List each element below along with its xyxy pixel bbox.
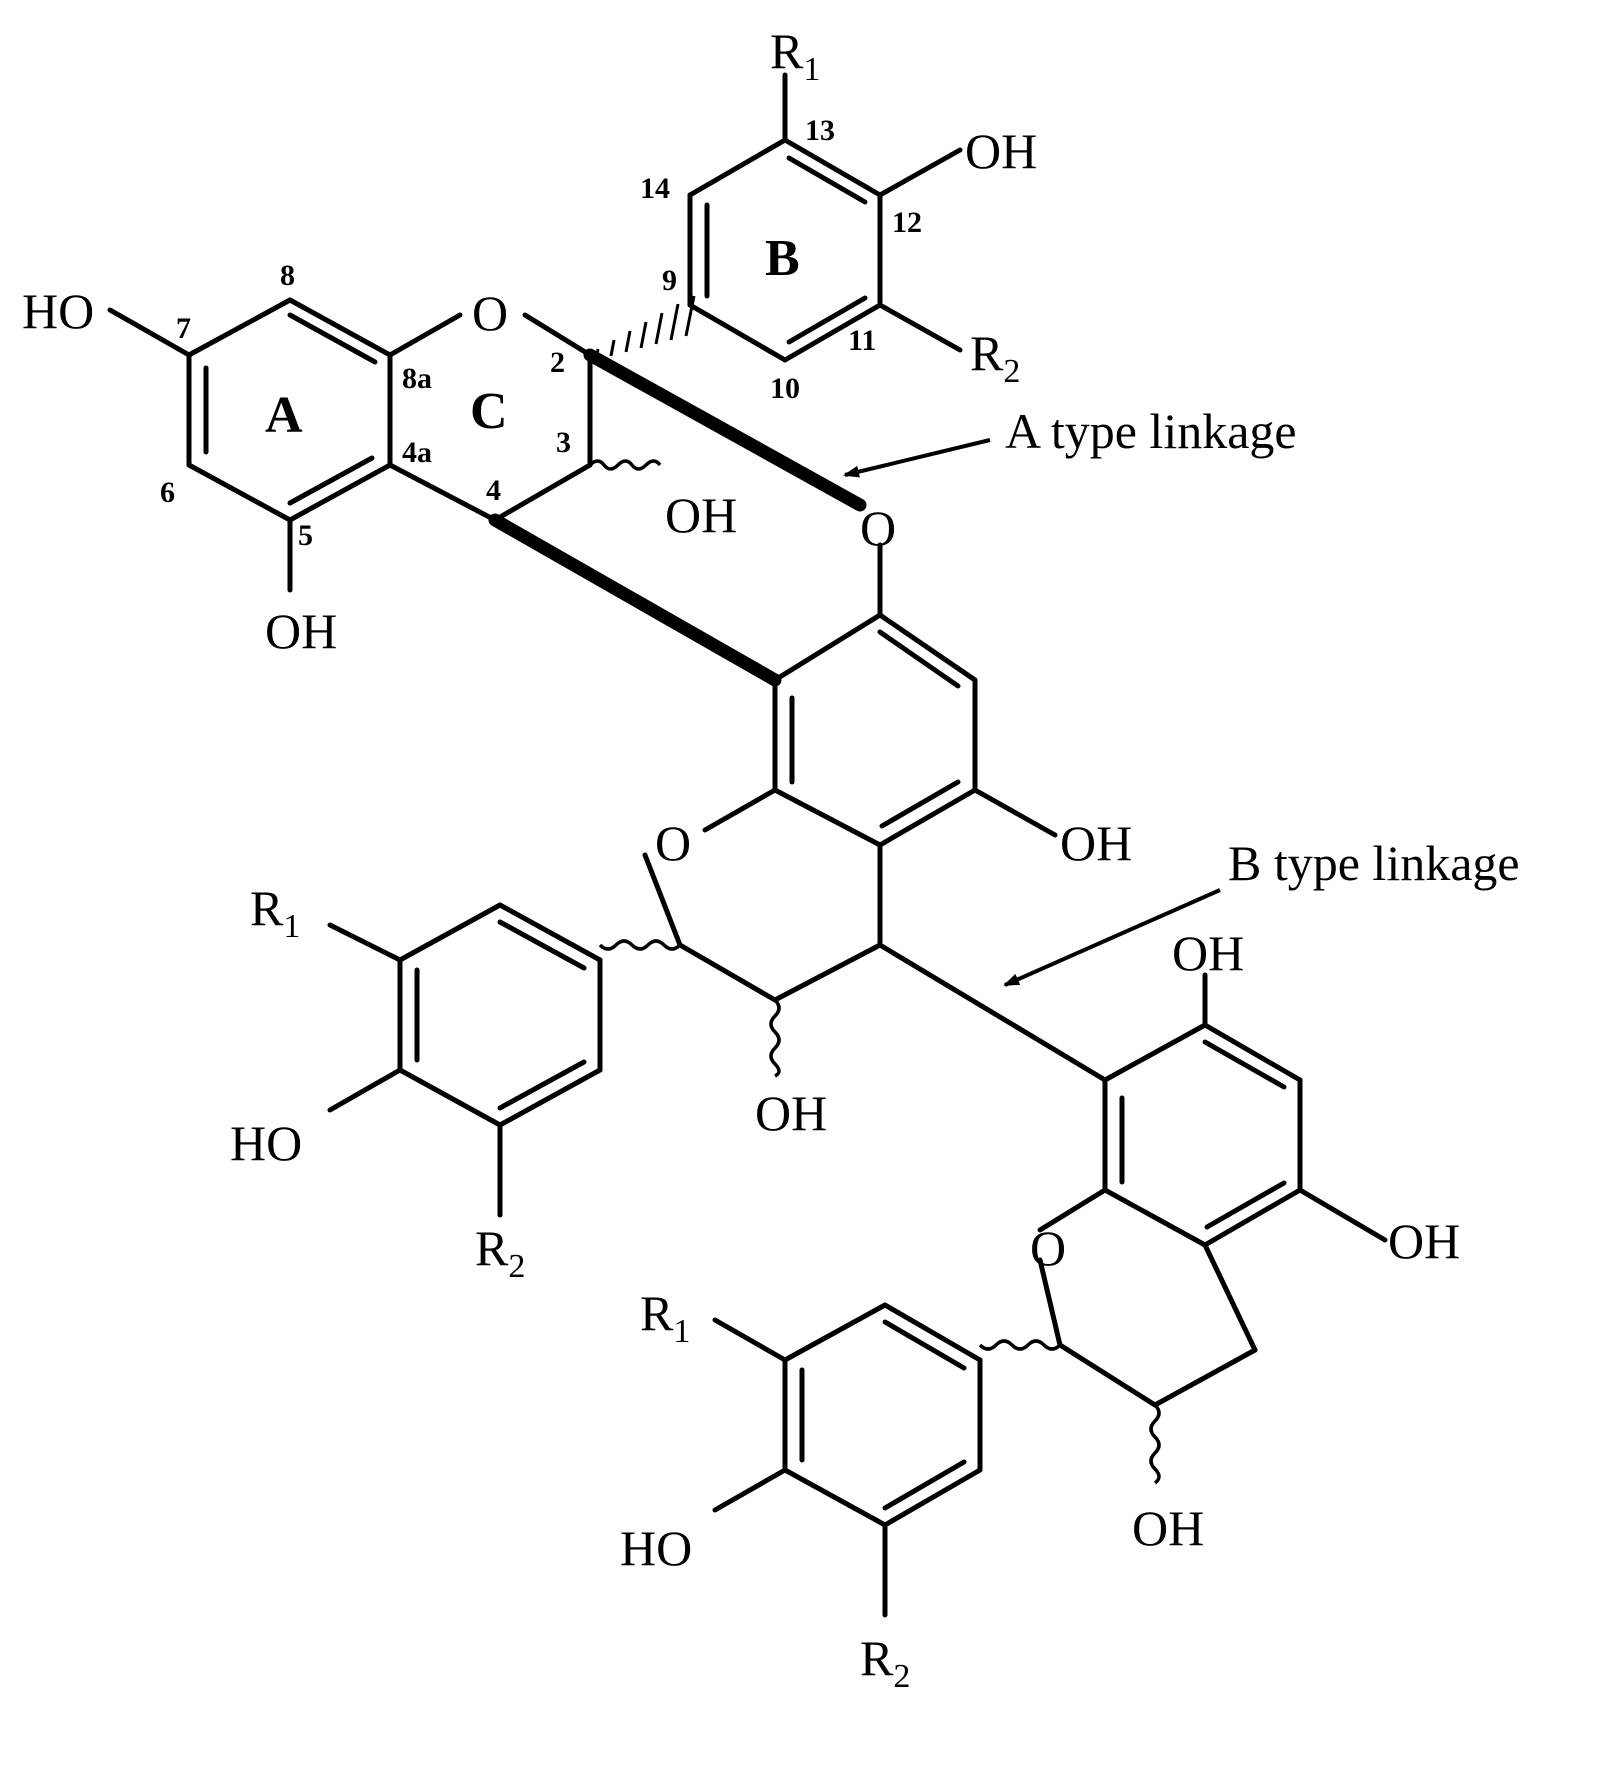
- atom-ho-middle-pendant: HO: [230, 1115, 302, 1171]
- lower-ring-a: [1102, 972, 1388, 1248]
- ring-label-b: B: [765, 230, 800, 287]
- ring-b: [687, 72, 963, 363]
- atom-oh-lower-3: OH: [1132, 1500, 1204, 1556]
- position-5: 5: [298, 519, 313, 552]
- position-8a: 8a: [402, 362, 432, 395]
- atom-ho-7: HO: [22, 283, 94, 339]
- middle-pendant-ring: [327, 902, 603, 1218]
- b-type-arrow: [1003, 888, 1221, 987]
- atom-oh-lower-5: OH: [1388, 1213, 1460, 1269]
- atom-o-a-linkage: O: [860, 500, 896, 556]
- ring-c: [387, 312, 662, 523]
- lower-ring-c: [978, 1187, 1258, 1485]
- atom-oh-5: OH: [265, 603, 337, 659]
- atom-oh-12: OH: [965, 123, 1037, 179]
- atom-ho-lower-pendant: HO: [620, 1520, 692, 1576]
- atom-r2-top: R2: [970, 325, 1020, 390]
- atom-oh-middle-3: OH: [755, 1085, 827, 1141]
- position-13: 13: [805, 114, 835, 147]
- position-11: 11: [848, 324, 876, 357]
- atom-r2-middle: R2: [475, 1220, 525, 1285]
- a-type-arrow: [843, 438, 991, 478]
- ring-label-c: C: [470, 383, 508, 440]
- a-type-linkage-bonds: [488, 348, 867, 687]
- atom-oh-3: OH: [665, 487, 737, 543]
- ring-label-a: A: [265, 387, 303, 444]
- middle-ring-a: [772, 542, 1058, 848]
- atom-r1-top: R1: [770, 23, 820, 88]
- position-6: 6: [160, 476, 175, 509]
- atom-o-middle: O: [655, 815, 691, 871]
- position-2: 2: [550, 346, 565, 379]
- b-type-linkage-label: B type linkage: [1228, 835, 1520, 891]
- atom-r1-lower: R1: [640, 1285, 690, 1350]
- position-12: 12: [892, 206, 922, 239]
- atom-oh-lower-7: OH: [1172, 925, 1244, 981]
- position-10: 10: [770, 372, 800, 405]
- position-9: 9: [662, 264, 677, 297]
- position-4: 4: [486, 474, 501, 507]
- ring-a: [107, 297, 393, 593]
- middle-ring-c: [598, 787, 883, 1078]
- position-3: 3: [556, 426, 571, 459]
- position-8: 8: [280, 259, 295, 292]
- hashed-bond: [594, 295, 696, 361]
- position-4a: 4a: [402, 436, 432, 469]
- atom-oh-middle-5: OH: [1060, 815, 1132, 871]
- atom-r1-middle: R1: [250, 880, 300, 945]
- position-7: 7: [176, 312, 191, 345]
- atom-r2-lower: R2: [860, 1630, 910, 1695]
- lower-pendant-ring: [712, 1302, 983, 1618]
- a-type-linkage-label: A type linkage: [1005, 403, 1297, 459]
- position-14: 14: [640, 172, 670, 205]
- atom-o-ring-c: O: [472, 285, 508, 341]
- b-type-linkage-bond: [877, 942, 1108, 1083]
- atom-o-lower: O: [1030, 1220, 1066, 1276]
